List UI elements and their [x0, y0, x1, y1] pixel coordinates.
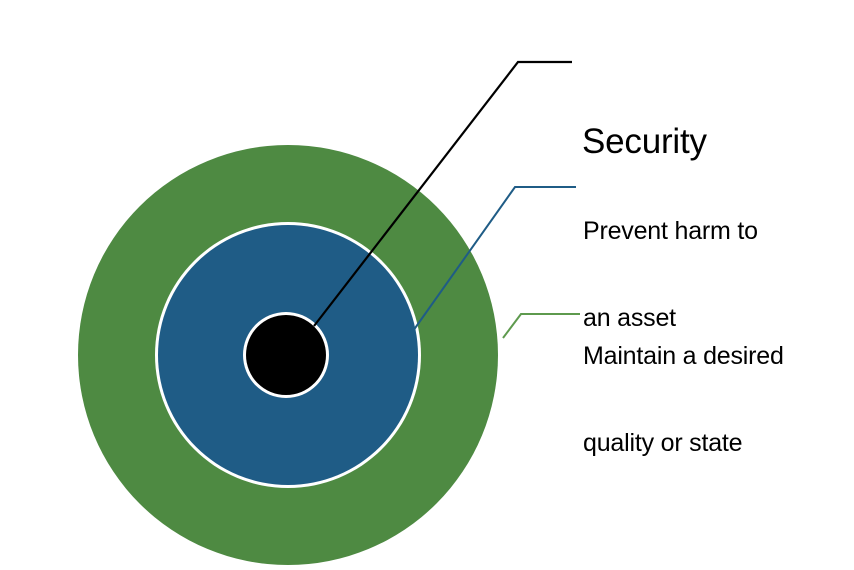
- label-maintain-line-1: Maintain a desired: [583, 342, 784, 370]
- leader-line-maintain-quality: [502, 313, 580, 339]
- leader-line-prevent-harm: [412, 186, 576, 332]
- label-security-line-1: Security: [582, 122, 707, 161]
- leader-line-security: [313, 60, 572, 327]
- label-maintain-line-2: quality or state: [583, 429, 743, 457]
- label-prevent-line-1: Prevent harm to: [583, 217, 758, 245]
- label-prevent-harm-to-an-asset: Prevent harm to an asset: [583, 159, 758, 391]
- label-prevent-line-2: an asset: [583, 304, 676, 332]
- label-security: Security: [582, 42, 707, 242]
- inner-circle-black[interactable]: [246, 315, 326, 395]
- label-maintain-desired-quality-or-state: Maintain a desired quality or state: [583, 284, 784, 516]
